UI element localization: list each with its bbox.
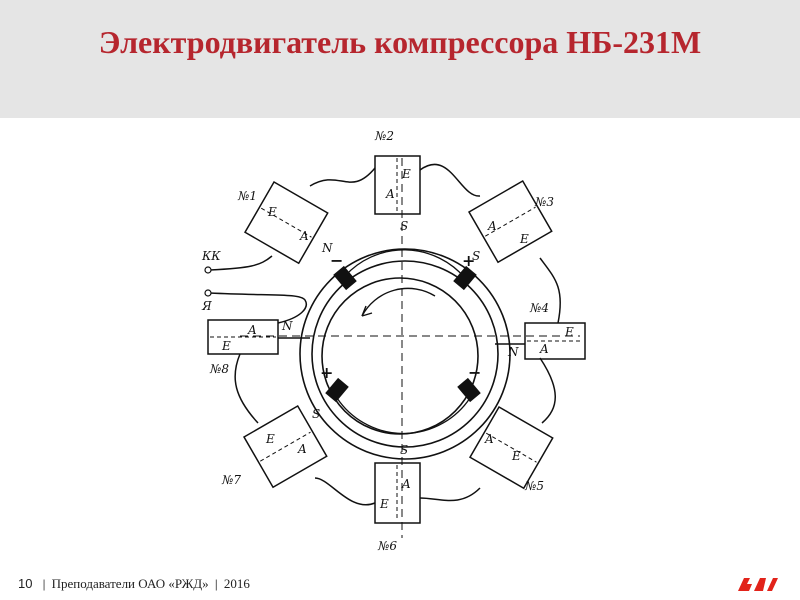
connecting-wires bbox=[209, 163, 562, 506]
brush-bottom-right bbox=[457, 377, 481, 403]
pole-6-label: №6 bbox=[377, 539, 397, 553]
magnet-s-upper-right: S bbox=[472, 249, 480, 263]
pole-8-box bbox=[207, 319, 279, 355]
brush-sign-bottom-right: − bbox=[468, 363, 481, 382]
pole-8-a: A bbox=[247, 323, 257, 337]
motor-wiring-diagram: №2 №3 №4 №5 №6 №7 №8 №1 E A A E E A A E … bbox=[180, 118, 600, 558]
terminal-kk-circle bbox=[204, 266, 212, 274]
motor-diagram-svg: №2 №3 №4 №5 №6 №7 №8 №1 E A A E E A A E … bbox=[201, 129, 586, 553]
title-band: Электродвигатель компрессора НБ-231М bbox=[0, 0, 800, 118]
magnet-n-upper-left: N bbox=[321, 241, 333, 255]
slide-footer: 10 | Преподаватели ОАО «РЖД» | 2016 bbox=[18, 576, 250, 592]
pole-3-a: A bbox=[487, 219, 497, 233]
pole-2-e: E bbox=[401, 167, 411, 181]
terminal-ya-circle bbox=[204, 289, 212, 297]
pole-5-label: №5 bbox=[524, 479, 544, 493]
pole-4-box bbox=[524, 322, 586, 360]
footer-separator: | bbox=[42, 577, 46, 591]
pole-7-e: E bbox=[265, 432, 275, 446]
pole-7-box bbox=[242, 404, 328, 489]
pole-6-e: E bbox=[379, 497, 389, 511]
terminal-kk-label: КК bbox=[201, 249, 221, 263]
pole-1-a: A bbox=[299, 229, 309, 243]
slide-title: Электродвигатель компрессора НБ-231М bbox=[98, 24, 702, 60]
pole-1-e: E bbox=[267, 205, 277, 219]
pole-7-a: A bbox=[297, 442, 307, 456]
stator-ring-outer bbox=[299, 248, 511, 460]
stator-ring-middle bbox=[311, 260, 499, 448]
brush-top-left bbox=[333, 265, 357, 291]
pole-5-a: A bbox=[484, 432, 494, 446]
pole-3-e: E bbox=[519, 232, 529, 246]
rotor-circle bbox=[321, 277, 479, 435]
footer-year: 2016 bbox=[223, 576, 250, 591]
magnet-s-lower-left: S bbox=[312, 407, 320, 421]
pole-6-box bbox=[374, 462, 421, 524]
pole-4-e: E bbox=[564, 325, 574, 339]
terminal-ya-label: Я bbox=[201, 299, 212, 313]
brush-bottom-left bbox=[325, 377, 349, 403]
pole-1-label: №1 bbox=[237, 189, 257, 203]
pole-5-box bbox=[468, 405, 554, 490]
pole-1-box bbox=[243, 180, 329, 265]
pole-7-label: №7 bbox=[221, 473, 241, 487]
pole-4-label: №4 bbox=[529, 301, 549, 315]
magnet-n-right: N bbox=[507, 345, 519, 359]
brush-sign-top-right: + bbox=[462, 251, 475, 270]
pole-3-label: №3 bbox=[534, 195, 554, 209]
footer-organization: Преподаватели ОАО «РЖД» bbox=[51, 576, 209, 591]
magnet-s-top: S bbox=[400, 219, 408, 233]
magnet-s-bottom: S bbox=[400, 443, 408, 457]
pole-3-box bbox=[467, 179, 553, 264]
pole-8-label: №8 bbox=[209, 362, 229, 376]
magnet-n-left: N bbox=[281, 319, 293, 333]
rotation-arrow bbox=[361, 287, 436, 317]
brush-sign-bottom-left: + bbox=[320, 363, 333, 382]
pole-4-a: A bbox=[539, 342, 549, 356]
pole-8-e: E bbox=[221, 339, 231, 353]
pole-2-a: A bbox=[385, 187, 395, 201]
pole-6-a: A bbox=[401, 477, 411, 491]
footer-separator-2: | bbox=[214, 577, 218, 591]
brush-sign-top-left: − bbox=[330, 251, 343, 270]
pole-2-box bbox=[374, 155, 421, 215]
page-number: 10 bbox=[18, 576, 33, 591]
brush-top-right bbox=[453, 265, 477, 291]
rzd-logo bbox=[736, 574, 780, 594]
pole-2-label: №2 bbox=[374, 129, 394, 143]
pole-5-e: E bbox=[511, 449, 521, 463]
